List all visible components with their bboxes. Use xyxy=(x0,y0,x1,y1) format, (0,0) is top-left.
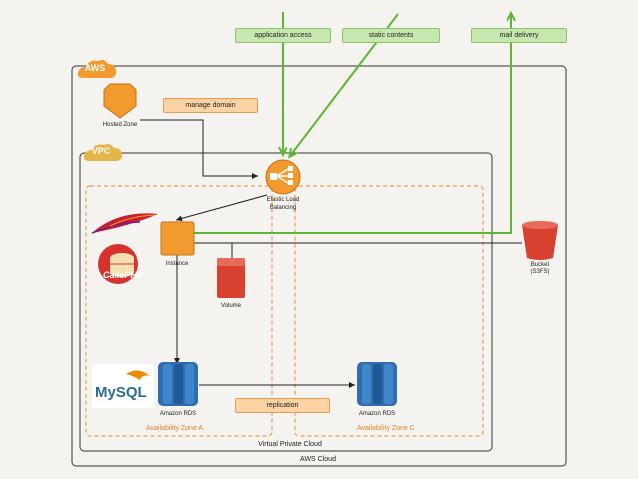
volume-label: Volume xyxy=(220,303,242,309)
mail-delivery-arrow xyxy=(194,14,511,234)
elb-label-line2: Balancing xyxy=(269,205,297,211)
cakephp-logo xyxy=(98,244,138,284)
cakephp-logo-text: CakePHP xyxy=(103,270,144,280)
manage-domain-connector xyxy=(140,119,258,179)
rds-zone-c-label: Amazon RDS xyxy=(358,411,396,417)
aws-cloud-boundary xyxy=(71,65,567,467)
manage-domain-tag: manage domain xyxy=(163,98,258,113)
vpc-container-label: Virtual Private Cloud xyxy=(258,441,322,448)
availability-zone-c-label: Availability Zone C xyxy=(357,425,415,432)
volume-icon xyxy=(217,258,245,298)
mysql-dolphin-icon xyxy=(126,370,150,380)
vpc-cloud-icon xyxy=(84,144,122,161)
bucket-label-line1: Bucket xyxy=(530,262,550,268)
static-contents-tag: static contents xyxy=(342,28,440,43)
elb-label-line1: Elastic Load xyxy=(266,197,300,203)
mysql-logo-text: MySQL xyxy=(95,384,147,401)
rds-zone-a-icon xyxy=(158,362,198,406)
instance-label: Instance xyxy=(165,261,189,267)
vpc-cloud-label: VPC xyxy=(91,146,111,156)
elastic-load-balancing-icon xyxy=(265,159,301,195)
mysql-logo-background xyxy=(92,364,154,408)
apache-feather-icon xyxy=(91,213,158,234)
aws-cloud-icon xyxy=(78,60,116,78)
availability-zone-a-boundary xyxy=(85,185,273,437)
availability-zone-a-label: Availability Zone A xyxy=(146,425,204,432)
hosted-zone-icon xyxy=(103,83,137,119)
bucket-label-line2: (S3FS) xyxy=(530,269,550,275)
application-access-tag: application access xyxy=(235,28,331,43)
rds-zone-c-icon xyxy=(357,362,397,406)
instance-icon xyxy=(160,221,195,256)
elb-to-instance-arrow xyxy=(175,194,268,222)
bucket-icon xyxy=(522,221,558,260)
replication-tag: replication xyxy=(235,398,330,413)
rds-zone-a-label: Amazon RDS xyxy=(159,411,197,417)
mail-delivery-tag: mail delivery xyxy=(471,28,567,43)
hosted-zone-label: Hosted Zone xyxy=(102,122,138,128)
aws-cloud-container-label: AWS Cloud xyxy=(300,456,336,463)
aws-cloud-label: AWS xyxy=(84,63,106,73)
